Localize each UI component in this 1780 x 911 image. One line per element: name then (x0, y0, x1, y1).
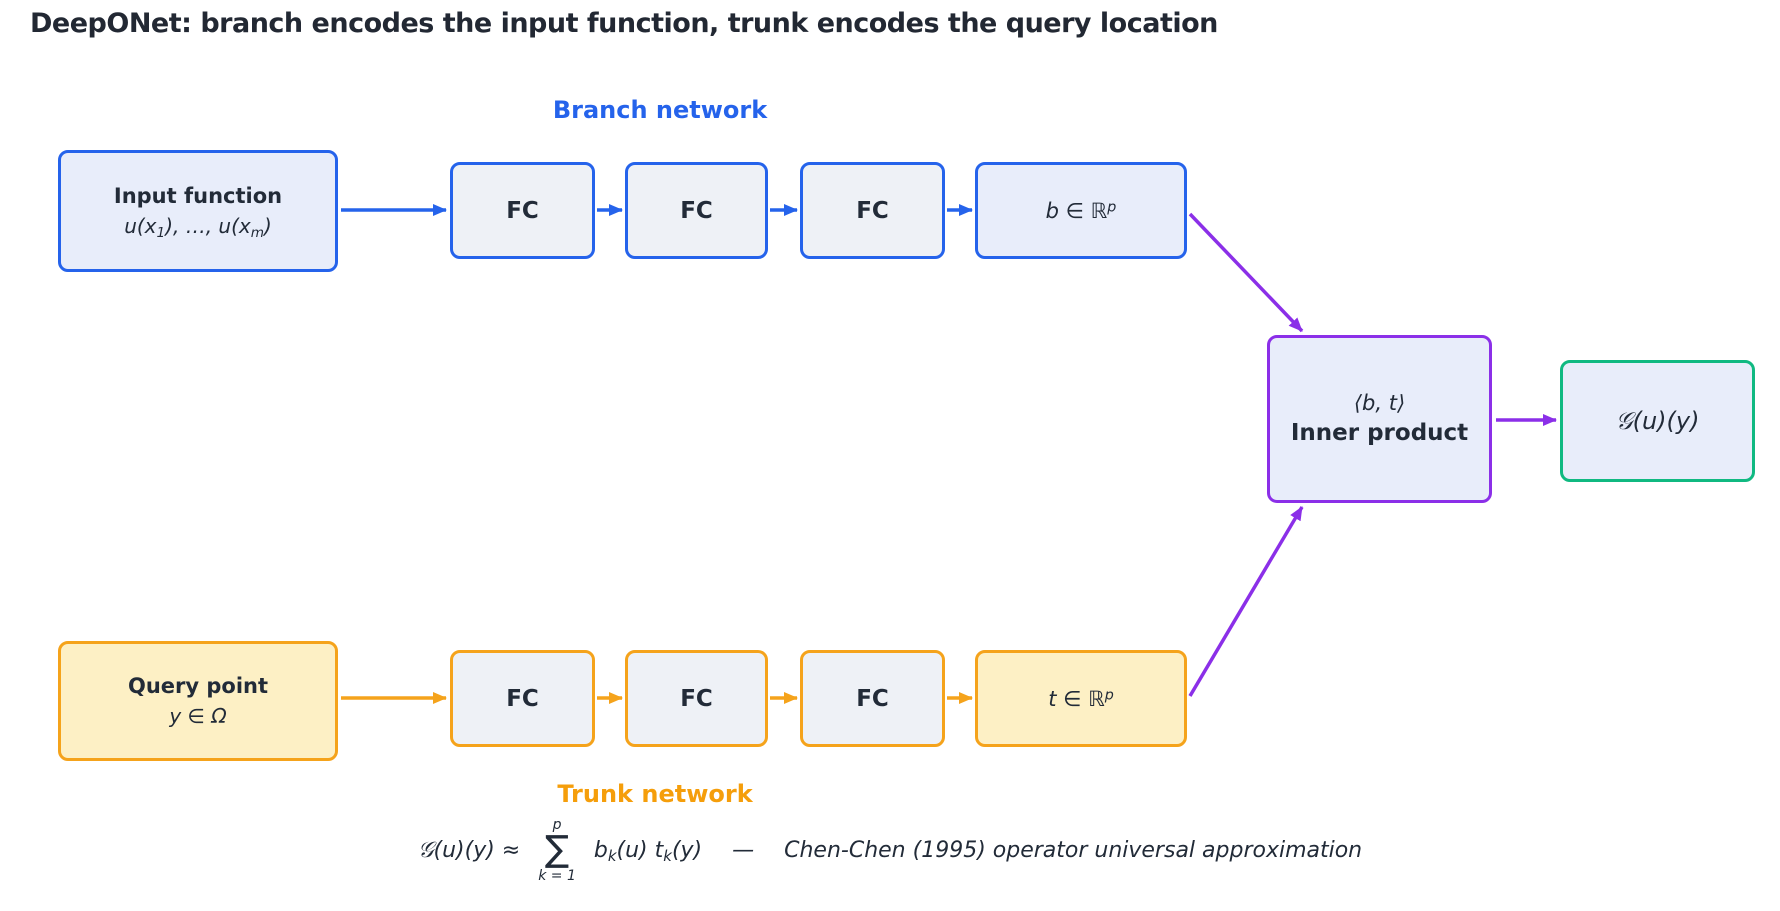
formula-piece: t ∈ ℝ (1048, 686, 1105, 711)
fc-label: FC (506, 197, 539, 224)
branch-fc-layer-2: FC (625, 162, 768, 259)
sum-upper-limit: p (552, 817, 562, 833)
formula-subscript: m (250, 224, 264, 241)
trunk-vector-formula: t ∈ ℝp (1048, 687, 1114, 711)
page-title: DeepONet: branch encodes the input funct… (30, 8, 1218, 39)
formula-piece: b ∈ ℝ (1045, 198, 1108, 223)
arrow-tvec-to-inner-product (1188, 506, 1304, 697)
formula-piece: ) (263, 213, 272, 238)
universal-approximation-formula: 𝒢(u)(y) ≈ p ∑ k = 1 bk(u) tk(y) — Chen-C… (0, 818, 1780, 883)
arrow-bvec-to-inner-product (1188, 212, 1304, 333)
trunk-fc-layer-2: FC (625, 650, 768, 747)
branch-fc-layer-3: FC (800, 162, 945, 259)
input-function-box: Input function u(x1), …, u(xm) (58, 150, 338, 272)
operator-output-box: 𝒢(u)(y) (1560, 360, 1755, 482)
formula-lhs: 𝒢(u)(y) ≈ (417, 837, 521, 863)
formula-piece: u(x (124, 213, 157, 238)
input-function-formula: u(x1), …, u(xm) (124, 213, 272, 241)
citation-text: Chen-Chen (1995) operator universal appr… (784, 837, 1363, 863)
fc-label: FC (680, 685, 713, 712)
branch-output-vector-box: b ∈ ℝp (975, 162, 1187, 259)
sum-lower-limit: k = 1 (538, 867, 576, 884)
branch-vector-formula: b ∈ ℝp (1046, 199, 1117, 223)
formula-subscript: 1 (156, 224, 166, 241)
inner-product-box: ⟨b, t⟩ Inner product (1267, 335, 1492, 503)
trunk-output-vector-box: t ∈ ℝp (975, 650, 1187, 747)
fc-label: FC (856, 197, 889, 224)
trunk-fc-layer-1: FC (450, 650, 595, 747)
formula-piece: b (593, 837, 608, 863)
fc-label: FC (506, 685, 539, 712)
query-point-title: Query point (127, 674, 269, 699)
formula-rhs: bk(u) tk(y) (593, 837, 703, 865)
fc-label: FC (680, 197, 713, 224)
trunk-fc-layer-3: FC (800, 650, 945, 747)
trunk-network-label: Trunk network (557, 780, 753, 808)
inner-product-title: Inner product (1290, 419, 1469, 446)
formula-subscript: k (607, 846, 617, 865)
branch-fc-layer-1: FC (450, 162, 595, 259)
formula-superscript: p (1107, 199, 1117, 216)
input-function-title: Input function (113, 184, 283, 209)
formula-piece: ), …, u(x (165, 213, 251, 238)
formula-piece: (y) (671, 837, 703, 863)
inner-product-formula: ⟨b, t⟩ (1353, 391, 1406, 416)
operator-output-formula: 𝒢(u)(y) (1615, 407, 1700, 435)
summation-symbol: p ∑ k = 1 (538, 818, 576, 883)
branch-network-label: Branch network (552, 96, 768, 124)
formula-subscript: k (663, 846, 672, 865)
query-point-box: Query point y ∈ Ω (58, 641, 338, 761)
query-point-formula: y ∈ Ω (169, 703, 227, 728)
formula-separator-dash: — (732, 837, 755, 863)
formula-piece: (u) t (616, 837, 664, 863)
formula-superscript: p (1104, 687, 1114, 704)
fc-label: FC (856, 685, 889, 712)
sigma-icon: ∑ (544, 829, 570, 870)
